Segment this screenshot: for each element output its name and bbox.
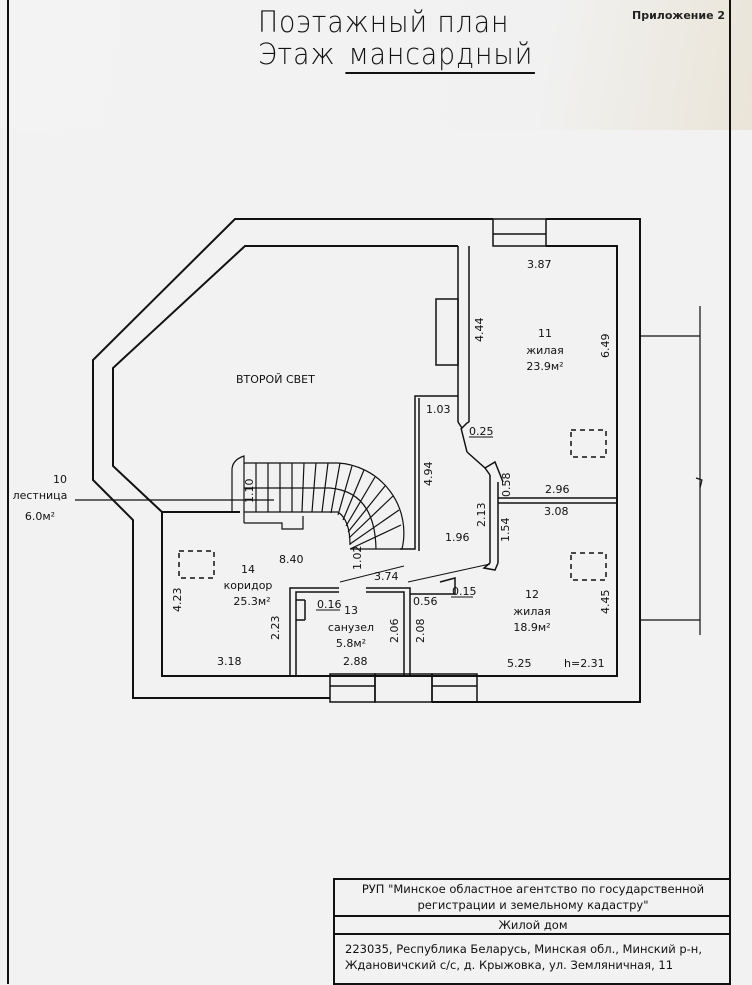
dim-wc-bottom: 2.88 (343, 655, 368, 668)
room14-number: 14 (241, 563, 255, 576)
wc-partitions (289, 563, 491, 676)
window-top (492, 218, 547, 247)
stamp-organization: РУП "Минское областное агентство по госу… (335, 880, 731, 917)
dim-room12-bottom: 5.25 (507, 657, 532, 670)
dim-room11-left: 4.44 (473, 318, 486, 343)
sheet-background (0, 130, 752, 984)
skylights (178, 429, 607, 581)
outer-wall-right-outer (432, 218, 641, 703)
outer-walls (92, 218, 641, 703)
title-block: Поэтажный план Этаж мансардный (258, 6, 538, 74)
room10-area: 6.0м² (25, 510, 55, 523)
dim-016: 0.16 (317, 598, 342, 611)
room13-area: 5.8м² (336, 637, 366, 650)
dim-corridor-840: 8.40 (279, 553, 304, 566)
chimney-box (435, 298, 459, 366)
section-indicator (640, 306, 703, 635)
dim-015: 0.15 (452, 585, 477, 598)
appendix-label: Приложение 2 (632, 9, 726, 22)
room14-name: коридор (224, 579, 273, 592)
room11-name: жилая (526, 344, 563, 357)
room13-number: 13 (344, 604, 358, 617)
room12-area: 18.9м² (513, 621, 550, 634)
room11-number: 11 (538, 327, 552, 340)
void-label: ВТОРОЙ СВЕТ (236, 373, 315, 386)
dim-025: 0.25 (469, 425, 494, 438)
dim-corridor-223: 2.23 (269, 616, 282, 641)
stamp-address-line2: Ждановичский с/с, д. Крыжовка, ул. Земля… (345, 958, 674, 972)
outer-wall-inner-line (112, 245, 458, 513)
dim-room12-right: 4.45 (599, 590, 612, 615)
dim-154: 1.54 (499, 518, 512, 543)
dim-room11-bottom: 2.96 (545, 483, 570, 496)
title-floor-prefix: Этаж (258, 37, 336, 71)
title-floor-plan: Поэтажный план (258, 5, 510, 39)
title-stamp: РУП "Минское областное агентство по госу… (333, 878, 731, 985)
dim-corridor-bottom: 3.18 (217, 655, 242, 668)
dim-room11-right: 6.49 (599, 334, 612, 359)
stamp-address: 223035, Республика Беларусь, Минская обл… (335, 935, 731, 985)
skylight-room11 (570, 429, 607, 458)
room13-name: санузел (328, 621, 374, 634)
title-floor: Этаж мансардный (258, 37, 536, 74)
dim-corridor-left: 4.23 (171, 588, 184, 613)
skylight-room12 (570, 552, 607, 581)
dim-102: 1.02 (351, 546, 364, 571)
stamp-org-line2: регистрации и земельному кадастру" (417, 898, 649, 912)
dimensions: 3.87 4.44 6.49 2.96 3.08 4.45 5.25 h=2.3… (171, 258, 612, 670)
frame-left-border (7, 0, 9, 984)
ceiling-height: h=2.31 (564, 657, 605, 670)
stamp-org-line1: РУП "Минское областное агентство по госу… (361, 882, 705, 896)
room14-area: 25.3м² (233, 595, 270, 608)
outer-wall-outer-line (92, 218, 493, 699)
room11-area: 23.9м² (526, 360, 563, 373)
room10-number: 10 (53, 473, 67, 486)
dim-374: 3.74 (374, 570, 399, 583)
dim-room11-top: 3.87 (527, 258, 552, 271)
dim-103: 1.03 (426, 403, 451, 416)
dim-494: 4.94 (422, 462, 435, 487)
stamp-building-type: Жилой дом (335, 917, 731, 935)
skylight-corridor (178, 550, 215, 579)
dim-056: 0.56 (413, 595, 438, 608)
dim-wc-208: 2.08 (414, 619, 427, 644)
dim-213: 2.13 (475, 503, 488, 528)
windows-bottom (329, 673, 478, 703)
title-floor-value: мансардный (344, 38, 536, 74)
room10-name: лестница (13, 489, 68, 502)
dim-wc-right: 2.06 (388, 619, 401, 644)
dim-room12-top: 3.08 (544, 505, 569, 518)
dim-196: 1.96 (445, 531, 470, 544)
staircase[interactable] (231, 455, 405, 550)
room12-number: 12 (525, 588, 539, 601)
inner-wall-right-bottom (161, 245, 618, 677)
stamp-address-line1: 223035, Республика Беларусь, Минская обл… (345, 942, 702, 956)
void-partition (400, 395, 458, 551)
dim-stair-width: 1.10 (243, 479, 256, 504)
room12-name: жилая (513, 605, 550, 618)
dim-058: 0.58 (500, 473, 513, 498)
frame-right-border (729, 0, 731, 984)
